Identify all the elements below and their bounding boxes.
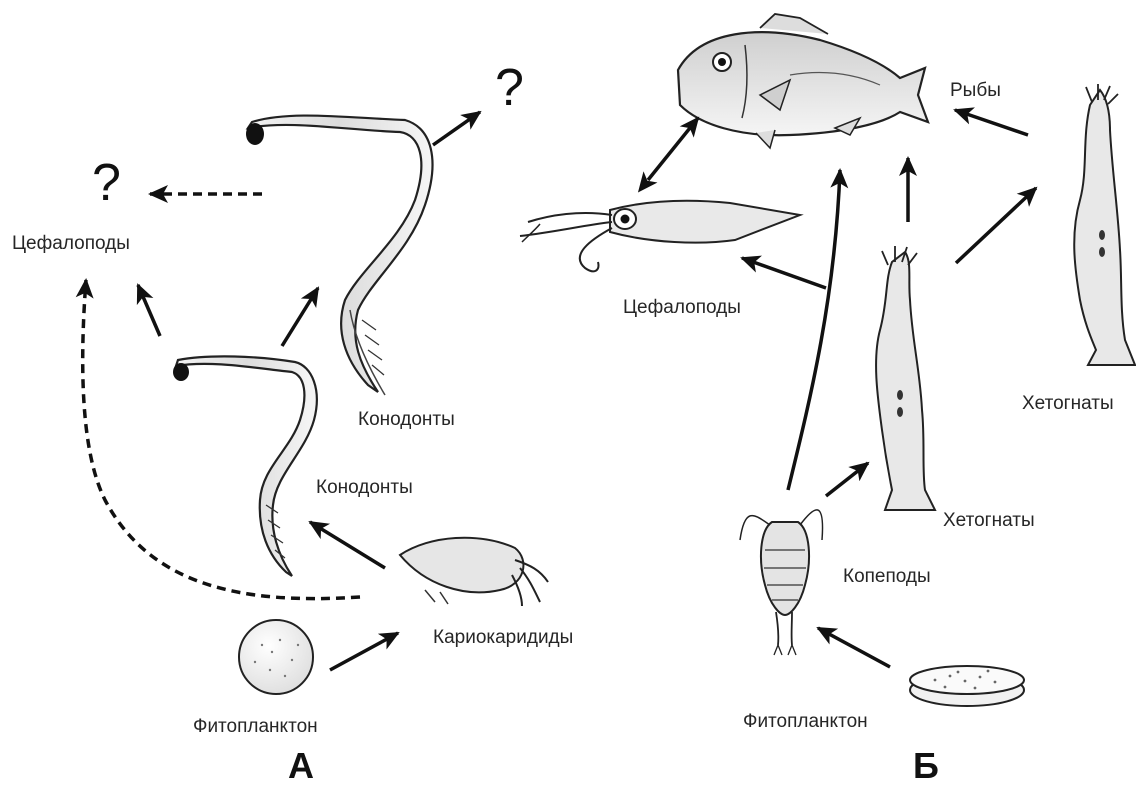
chaetognath-right-drawing: [1074, 84, 1135, 365]
label-a-cariocaridids: Кариокаридиды: [433, 627, 573, 649]
diatom-drawing: [910, 666, 1024, 706]
arrow-copepods-to-chaetognaths: [826, 463, 868, 496]
arrow-copepods-to-cephalopods: [742, 258, 826, 288]
panel-a: [83, 112, 548, 694]
fish-drawing: [678, 14, 928, 148]
phytoplankton-cell-drawing: [239, 620, 313, 694]
panel-letter-a: А: [288, 745, 314, 787]
label-a-phytoplankton: Фитопланктон: [193, 716, 318, 738]
label-a-conodonts-large: Конодонты: [358, 409, 455, 431]
squid-drawing: [520, 201, 800, 272]
arrow-conodont-small-to-conodont-large: [282, 288, 318, 346]
chaetognath-mid-drawing: [876, 246, 935, 510]
arrow-cariocaridids-to-cephalopods-dashed: [83, 280, 360, 599]
panel-letter-b: Б: [913, 745, 939, 787]
panel-b: [520, 14, 1135, 706]
label-b-cephalopods: Цефалоподы: [623, 297, 741, 319]
arrow-diatom-to-copepods: [818, 628, 890, 667]
cariocaridid-drawing: [400, 538, 548, 606]
conodont-large-drawing: [246, 116, 432, 395]
label-b-fish: Рыбы: [950, 80, 1001, 102]
label-a-conodonts-small: Конодонты: [316, 477, 413, 499]
arrow-chaetognaths-to-chaetognaths: [956, 188, 1036, 263]
label-b-phytoplankton: Фитопланктон: [743, 711, 868, 733]
label-b-chaetognaths-right: Хетогнаты: [1022, 393, 1114, 415]
arrow-phyto-to-cariocaridids: [330, 633, 398, 670]
question-mark-top: ?: [495, 62, 524, 114]
arrow-conodont-large-to-unknown: [433, 112, 480, 145]
arrow-chaetognaths-right-to-fish: [955, 110, 1028, 135]
arrow-copepods-to-fish: [788, 170, 840, 490]
arrow-fish-cephalopods-both: [648, 118, 698, 180]
label-b-copepods: Копеподы: [843, 566, 931, 588]
label-a-cephalopods: Цефалоподы: [12, 233, 130, 255]
arrow-conodont-small-to-cephalopods: [138, 285, 160, 336]
conodont-small-drawing: [173, 356, 317, 576]
label-b-chaetognaths-mid: Хетогнаты: [943, 510, 1035, 532]
panel-b-arrows: [648, 110, 1036, 667]
arrow-cariocaridids-to-conodont-small: [310, 522, 385, 568]
copepod-drawing: [740, 510, 823, 655]
question-mark-left: ?: [92, 157, 121, 209]
